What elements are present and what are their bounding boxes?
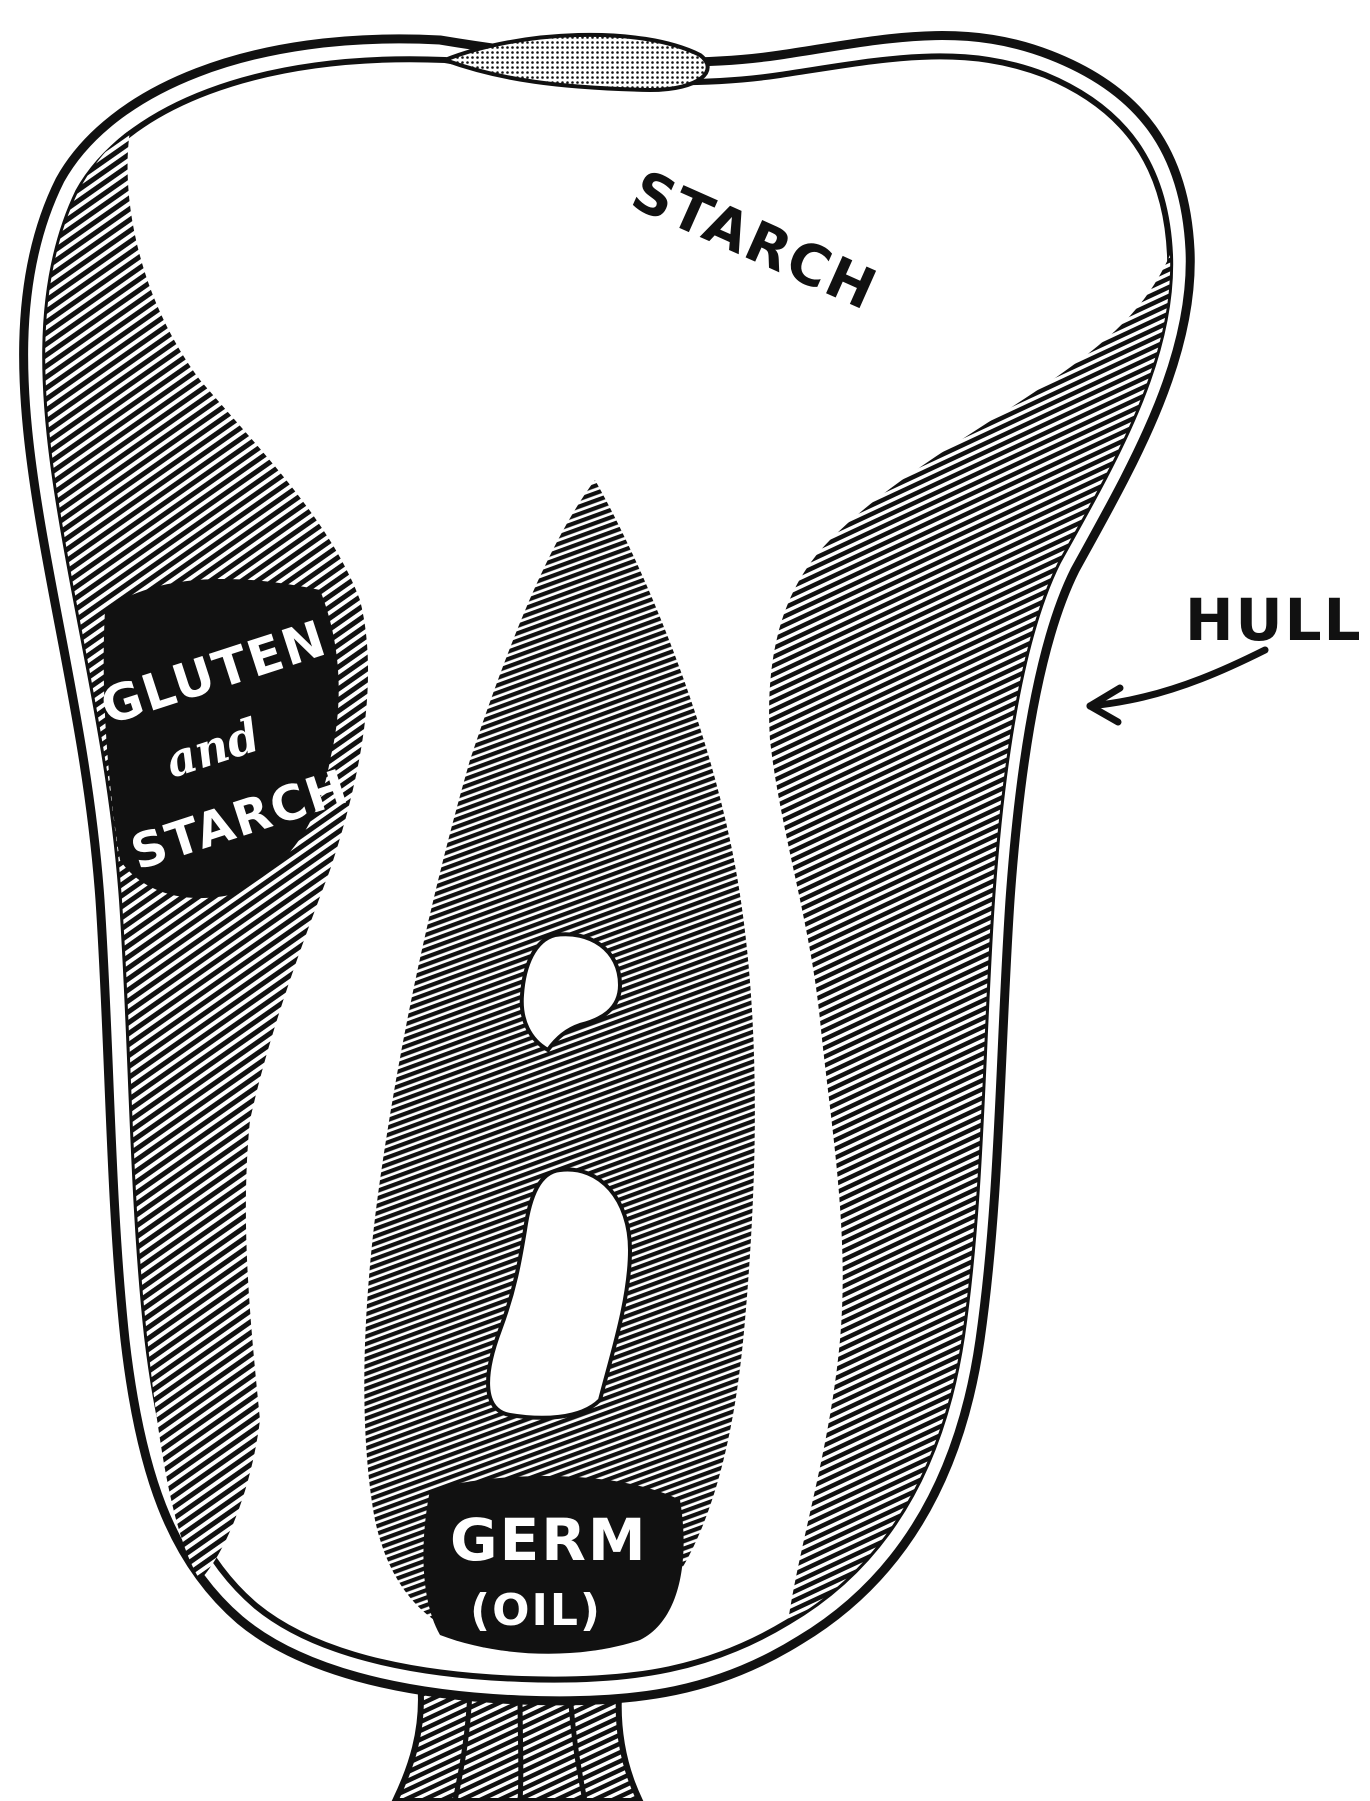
hull-label: HULL [1185,586,1363,654]
hull-pointer-arrow [1090,650,1265,722]
germ-label-line1: GERM [450,1506,648,1574]
germ-label-line2: (OIL) [470,1585,602,1636]
